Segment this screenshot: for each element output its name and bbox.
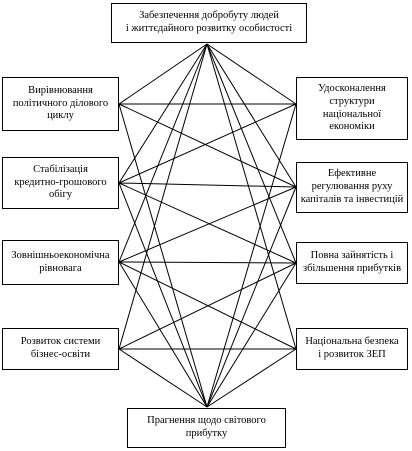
connector-line-bottom-8 — [206, 348, 297, 408]
factor-box-left-4: Розвиток системи бізнес-освіти — [2, 328, 119, 370]
goal-box-bottom: Прагнення щодо світового прибутку — [127, 408, 286, 448]
factor-box-right-4-label: Національна безпека і розвиток ЗЕП — [305, 336, 399, 360]
connector-line-cross-up-1 — [118, 103, 297, 184]
connector-line-top-1 — [118, 43, 208, 105]
connector-line-top-7 — [206, 43, 297, 264]
factor-box-left-2: Стабілізація кредитно-грошового обігу — [2, 157, 119, 209]
connector-line-cross-down-2 — [118, 182, 297, 264]
connector-line-bottom-2 — [118, 182, 208, 408]
factor-box-left-2-label: Стабілізація кредитно-грошового обігу — [14, 163, 107, 201]
connector-line-top-3 — [118, 43, 208, 263]
connector-line-bottom-6 — [206, 186, 297, 408]
connector-line-horizontal-2 — [118, 182, 297, 188]
goal-box-bottom-label: Прагнення щодо світового прибутку — [147, 415, 266, 439]
connector-line-cross-up-2 — [118, 186, 297, 263]
factor-box-right-2: Ефективне регулювання руху капіталів та … — [296, 162, 408, 213]
connector-line-horizontal-3 — [118, 261, 297, 264]
goal-box-top-label: Забезпечення добробуту людей і життєдайн… — [125, 10, 293, 34]
connector-line-top-8 — [206, 43, 297, 350]
connector-line-bottom-3 — [118, 261, 208, 408]
factor-box-left-3: Зовнішньоекономічна рівновага — [2, 240, 119, 285]
connector-line-bottom-5 — [206, 103, 297, 408]
factor-box-left-1: Вирівнювання політичного ділового циклу — [2, 77, 119, 131]
factor-box-left-1-label: Вирівнювання політичного ділового циклу — [12, 84, 109, 122]
connector-line-cross-up-3 — [118, 262, 297, 350]
connector-line-cross-down-1 — [118, 103, 297, 188]
connector-line-top-5 — [206, 43, 297, 105]
connector-line-bottom-4 — [118, 348, 208, 408]
connector-line-bottom-7 — [206, 262, 297, 408]
factor-box-right-3: Повна зайнятість і збільшення прибутків — [296, 242, 408, 284]
connector-line-top-4 — [118, 43, 208, 350]
factor-box-left-3-label: Зовнішньоекономічна рівновага — [11, 249, 110, 274]
factor-box-left-4-label: Розвиток системи бізнес-освіти — [20, 336, 101, 360]
goal-box-top: Забезпечення добробуту людей і життєдайн… — [111, 3, 307, 43]
connector-line-top-6 — [206, 43, 297, 188]
factor-box-right-1: Удосконалення структури національної еко… — [296, 77, 408, 140]
factor-box-right-3-label: Повна зайнятість і збільшення прибутків — [302, 250, 402, 274]
connector-line-top-2 — [118, 43, 208, 184]
connector-line-bottom-1 — [118, 103, 208, 408]
factor-box-right-4: Національна безпека і розвиток ЗЕП — [296, 328, 408, 370]
factor-box-right-2-label: Ефективне регулювання руху капіталів та … — [300, 168, 404, 205]
factor-box-right-1-label: Удосконалення структури національної еко… — [318, 82, 386, 133]
